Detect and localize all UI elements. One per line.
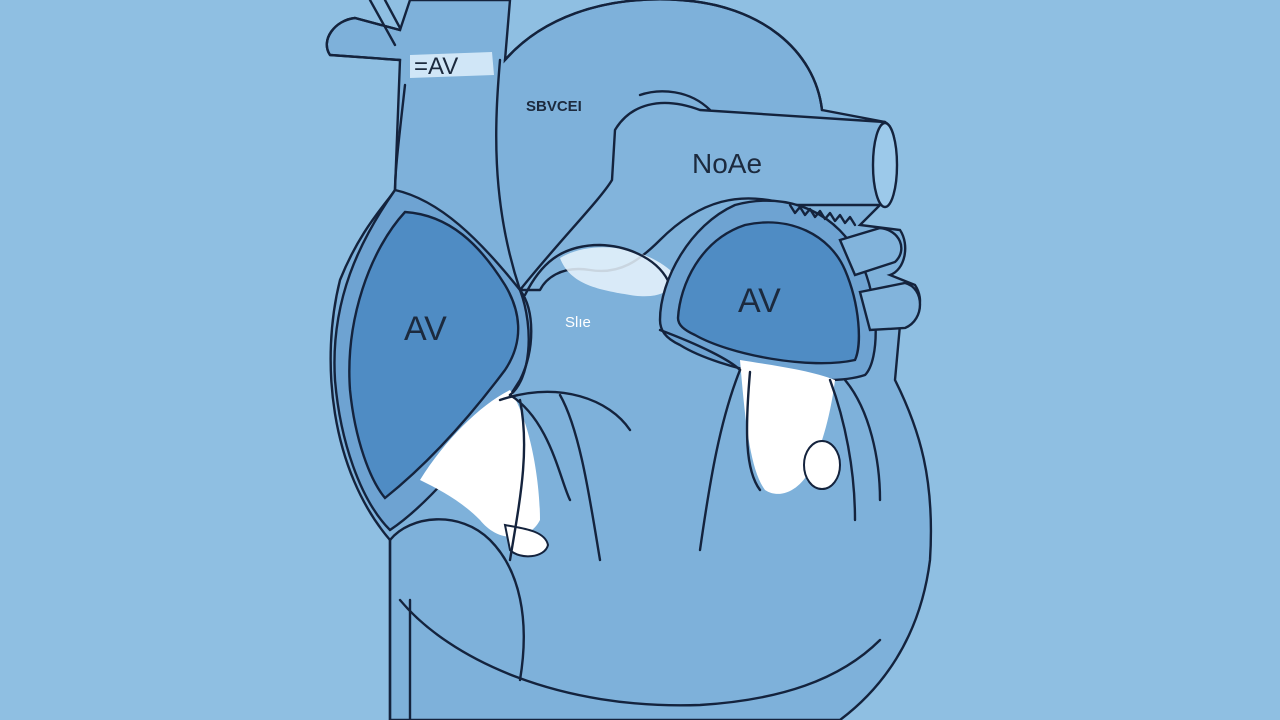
vessel-highlight [410,52,494,78]
label-top-vessel: =AV [414,53,458,80]
valve-edge [523,243,672,297]
branch-lines [368,0,402,47]
left-chamber [348,210,520,500]
aorta-opening [871,121,899,209]
papillary-tip [803,440,841,490]
pulmonary-vein-2 [858,281,922,332]
ventricle-lobe-center [498,390,632,432]
arch-inner [638,90,712,112]
lower-wall [388,538,412,720]
apex-curve [398,598,882,707]
aorta-tube [518,101,897,292]
label-aorta: NoAe [692,148,762,179]
right-chamber [676,221,861,365]
label-upper-small: SBVCEI [526,98,582,115]
ventricle-lobe-left [388,518,525,682]
superior-vessel [325,16,522,292]
label-left-chamber: AV [404,310,447,348]
left-ventricle-cavity [420,390,540,537]
chordae-2 [698,368,882,552]
septum [508,288,742,397]
pulmonary-vein-1 [838,226,903,277]
label-right-chamber: AV [738,282,781,320]
aortic-arch [503,0,824,112]
serrated-edge [788,203,857,227]
chordae-1 [508,393,602,562]
valve-highlight [560,247,673,297]
label-center-small: Slıe [565,314,591,331]
